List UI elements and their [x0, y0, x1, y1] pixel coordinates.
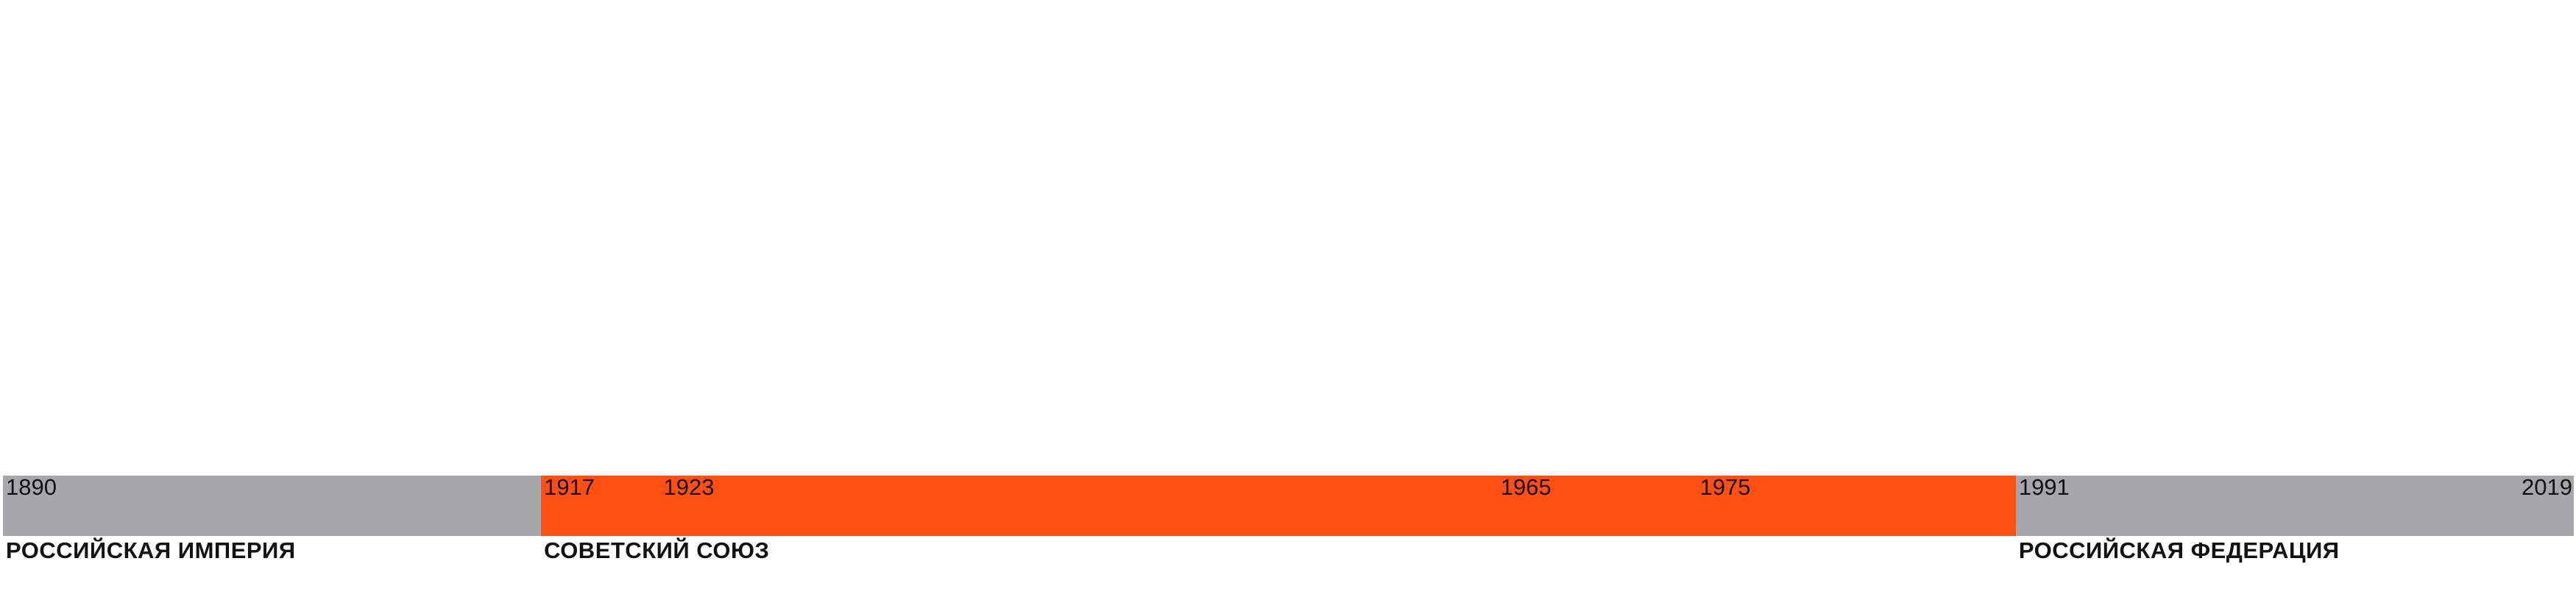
period-label-russian-empire: РОССИЙСКАЯ ИМПЕРИЯ [6, 537, 296, 563]
year-label-1917: 1917 [544, 474, 595, 500]
period-bar-soviet-union [541, 476, 2016, 536]
year-label-2019: 2019 [2522, 474, 2572, 500]
year-label-1991: 1991 [2018, 474, 2070, 500]
year-label-1923: 1923 [663, 474, 715, 500]
year-label-1975: 1975 [1699, 474, 1751, 500]
year-label-1965: 1965 [1500, 474, 1551, 500]
period-bar-russian-federation [2015, 476, 2574, 536]
period-label-russian-federation: РОССИЙСКАЯ ФЕДЕРАЦИЯ [2018, 537, 2340, 563]
period-bar-russian-empire [3, 476, 542, 536]
year-label-1890: 1890 [6, 474, 57, 500]
history-timeline: РОССИЙСКАЯ ИМПЕРИЯ СОВЕТСКИЙ СОЮЗ РОССИЙСК… [3, 0, 2574, 589]
period-label-soviet-union: СОВЕТСКИЙ СОЮЗ [544, 537, 770, 563]
